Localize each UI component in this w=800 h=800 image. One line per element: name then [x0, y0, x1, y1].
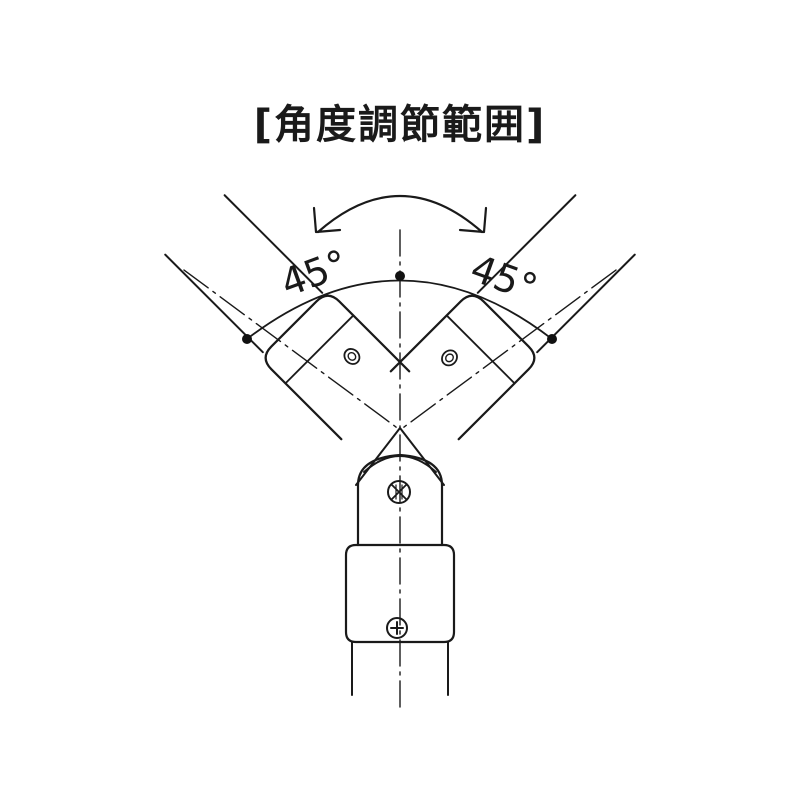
base-socket	[356, 453, 444, 547]
center-point	[395, 271, 405, 281]
right-limit-point	[547, 334, 557, 344]
right-rivet-icon	[441, 349, 458, 367]
left-limit-point	[242, 334, 252, 344]
right-tube	[389, 194, 636, 441]
base-screw-icon	[386, 617, 408, 639]
right-angle-label: 45°	[465, 246, 543, 310]
left-socket	[264, 294, 411, 441]
rotation-arrow	[316, 195, 484, 234]
hinge-screw-icon	[387, 480, 411, 504]
right-socket	[389, 294, 536, 441]
left-tube	[164, 194, 411, 441]
left-angle-label: 45°	[275, 241, 353, 305]
arrow-head-right	[458, 206, 488, 234]
right-axis-line	[399, 269, 617, 431]
diagram-title: [角度調節範囲]	[253, 102, 547, 148]
arrow-head-left	[312, 206, 342, 234]
left-rivet-icon	[343, 348, 361, 365]
left-axis-line	[183, 269, 401, 431]
